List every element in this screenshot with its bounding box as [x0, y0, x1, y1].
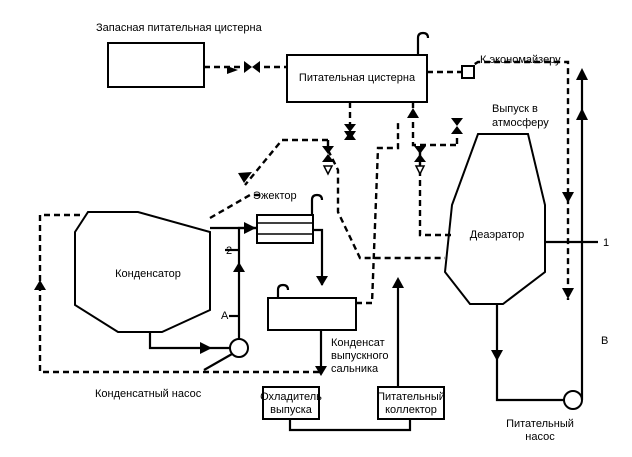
deaerator-to-feed-pump-line — [495, 304, 564, 402]
arrow-feed-tank-drain — [344, 131, 356, 140]
gland-condenser-vent-pipe — [276, 283, 290, 298]
label-ejector: Эжектор — [253, 190, 297, 202]
reserve-feed-tank — [107, 42, 205, 88]
gland-condenser — [267, 297, 357, 331]
condenser-to-pump-line — [148, 332, 230, 350]
arrow-to-gland-condenser — [316, 276, 328, 286]
marker-A: А — [221, 310, 229, 322]
steam-to-deaerator-line — [326, 140, 445, 260]
arrow-pump-discharge-up — [233, 262, 245, 272]
label-condensate-1: Конденсат — [331, 337, 385, 349]
label-condenser: Конденсатор — [115, 268, 181, 280]
valve-atmosphere-vent — [451, 118, 463, 134]
feed-tank-vent-pipe — [416, 31, 430, 55]
arrow-economizer-down-2 — [562, 288, 574, 299]
gland-condenser-vent-line — [356, 120, 400, 305]
condensate-pump-leader — [203, 353, 233, 371]
marker-2: 2 — [226, 245, 232, 257]
label-condensate-pump: Конденсатный насос — [95, 388, 202, 400]
gland-cooler — [262, 386, 320, 420]
feed-pump-symbol — [563, 390, 583, 410]
label-condensate-2: выпускного — [331, 350, 388, 362]
ejector-vent-pipe — [310, 193, 324, 215]
marker-1: 1 — [603, 237, 609, 249]
arrow-to-cooler — [315, 366, 327, 376]
feed-tank — [286, 54, 428, 103]
deaerator — [443, 133, 546, 305]
label-cooler-1: Охладитель — [260, 391, 322, 403]
label-cooler-2: выпуска — [270, 404, 313, 416]
label-reserve-tank: Запасная питательная цистерна — [96, 22, 263, 34]
arrow-steam-to-ejector — [238, 172, 252, 183]
arrow-economizer-down-1 — [562, 192, 574, 203]
deaerator-steam-inlet-line — [418, 150, 452, 237]
label-feed-tank: Питательная цистерна — [299, 72, 416, 84]
arrow-feed-up-1 — [576, 108, 588, 120]
arrow-to-feed-tank — [407, 108, 419, 118]
ejector — [256, 214, 314, 244]
label-vent-2: атмосферу — [492, 117, 549, 129]
ejector-to-gland-condenser-line — [313, 228, 324, 285]
steam-trap — [322, 165, 334, 176]
arrow-collector-up — [392, 277, 404, 288]
condensate-pump-symbol — [229, 338, 249, 358]
condenser-return-line — [38, 213, 320, 374]
pump-to-ejector-line — [237, 226, 257, 339]
arrow-return-up — [34, 280, 46, 290]
steam-to-ejector-line — [244, 138, 328, 186]
arrow-to-condensate-pump — [200, 342, 212, 354]
label-condensate-3: сальника — [331, 363, 379, 375]
arrow-deaerator-down — [491, 350, 503, 361]
valve-steam-supply — [322, 146, 334, 162]
label-feed-pump-2: насос — [525, 431, 555, 443]
feed-tank-to-economizer-line — [427, 60, 570, 300]
deaerator-to-feed-tank-line — [411, 102, 458, 147]
label-feed-pump-1: Питательный — [506, 418, 574, 430]
label-to-economizer: К экономайзеру — [480, 54, 561, 66]
valve-reserve-line — [244, 61, 260, 73]
condenser-to-ejector-steam-line — [209, 193, 262, 220]
label-deaerator: Деаэратор — [470, 229, 524, 241]
label-vent-1: Выпуск в — [492, 103, 538, 115]
deaerator-trap — [414, 165, 426, 176]
arrow-feed-up-2 — [576, 68, 588, 80]
cooler-to-collector-line — [288, 419, 412, 432]
label-feed-collector-2: коллектор — [385, 404, 437, 416]
arrow-into-ejector — [244, 222, 256, 234]
valve-deaerator-steam — [414, 146, 426, 162]
marker-B: В — [601, 335, 608, 347]
condenser — [74, 211, 211, 333]
arrow-to-feed-tank-line — [227, 66, 238, 74]
economizer-check-valve — [461, 65, 475, 79]
label-feed-collector-1: Питательный — [377, 391, 445, 403]
